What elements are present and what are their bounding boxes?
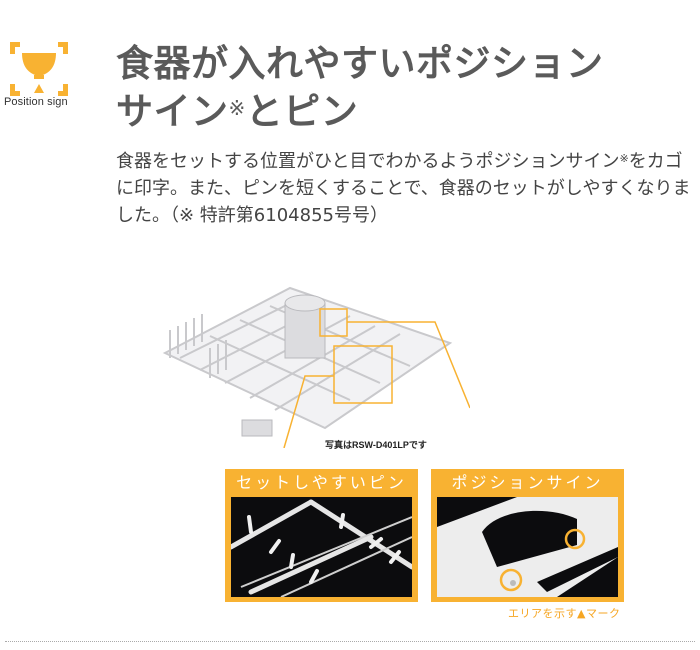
panel-position-sign: ポジションサイン <box>431 469 624 602</box>
title-line-2: サイン※とピン <box>116 88 604 136</box>
dish-rack-illustration <box>162 286 470 448</box>
bowl-position-icon <box>10 42 68 96</box>
description-text: をカゴに印字。また、ピンを短くすることで、食器のセットがしやすくなりました。（※… <box>116 151 691 226</box>
photo-note: 写真はRSW-D401LPです <box>325 440 427 450</box>
position-mark-circle <box>564 528 586 550</box>
pins-photo <box>231 497 412 597</box>
page-title: 食器が入れやすいポジション サイン※とピン <box>116 40 604 136</box>
mark-caption: エリアを示す▲マーク <box>508 607 621 620</box>
position-sign-badge <box>4 40 74 112</box>
position-mark-circle <box>499 568 523 592</box>
panel-title: セットしやすいピン <box>236 473 407 492</box>
description-text: 食器をセットする位置がひと目でわかるようポジションサイン <box>116 151 620 172</box>
position-sign-caption: Position sign <box>4 96 68 108</box>
patent-mark: ※ <box>619 152 629 165</box>
section-divider <box>5 641 695 642</box>
panel-easy-pins: セットしやすいピン <box>225 469 418 602</box>
position-sign-photo <box>437 497 618 597</box>
description: 食器をセットする位置がひと目でわかるようポジションサイン※をカゴに印字。また、ピ… <box>116 148 696 229</box>
panel-title: ポジションサイン <box>451 473 604 492</box>
title-text: サイン <box>116 90 229 133</box>
patent-mark: ※ <box>228 96 246 120</box>
title-text: とピン <box>245 90 359 133</box>
title-line-1: 食器が入れやすいポジション <box>116 42 604 85</box>
